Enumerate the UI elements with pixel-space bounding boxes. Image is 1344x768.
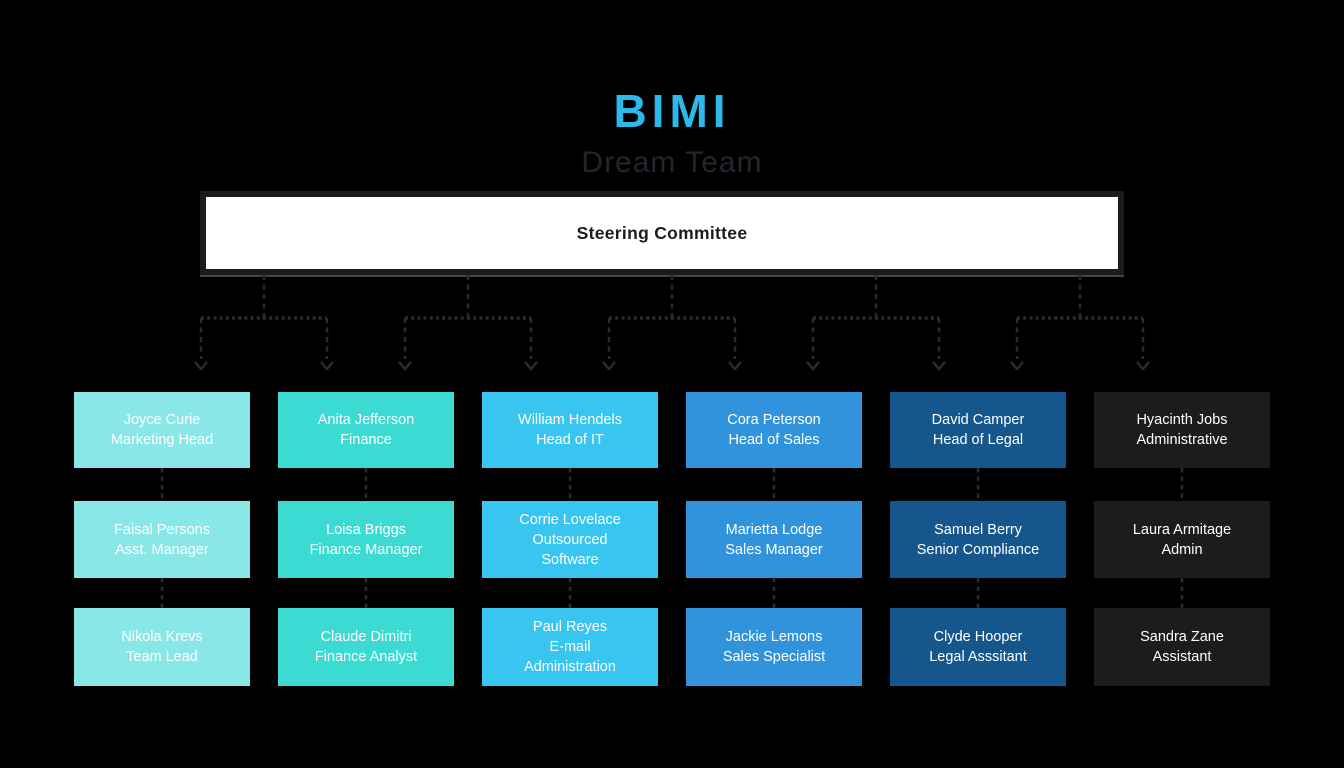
member-role: Head of Sales bbox=[728, 432, 820, 448]
member-role: Outsourced Software bbox=[532, 531, 608, 568]
member-role: Administrative bbox=[1136, 432, 1228, 448]
member-name: Nikola Krevs bbox=[121, 629, 203, 645]
org-node-david-camper: David Camper Head of Legal bbox=[890, 392, 1066, 468]
member-name: David Camper bbox=[931, 412, 1025, 428]
member-role: Finance Manager bbox=[309, 541, 423, 558]
member-name: Claude Dimitri bbox=[320, 629, 412, 645]
org-node-faisal-persons: Faisal Persons Asst. Manager bbox=[74, 501, 250, 578]
chart-subtitle: Dream Team bbox=[581, 146, 763, 179]
root-node-label: Steering Committee bbox=[576, 222, 748, 243]
member-name: Joyce Curie bbox=[123, 412, 201, 428]
member-role: Asst. Manager bbox=[115, 541, 209, 558]
member-role: Senior Compliance bbox=[916, 541, 1040, 558]
member-name: Faisal Persons bbox=[114, 521, 210, 538]
org-node-joyce-curie: Joyce Curie Marketing Head bbox=[74, 392, 250, 468]
member-name: Corrie Lovelace bbox=[519, 511, 621, 528]
member-role: Legal Asssitant bbox=[929, 649, 1027, 665]
chart-title: BIMI bbox=[613, 85, 731, 137]
org-node-sandra-zane: Sandra Zane Assistant bbox=[1094, 608, 1270, 686]
member-name: William Hendels bbox=[518, 412, 622, 428]
member-name: Clyde Hooper bbox=[933, 629, 1023, 645]
org-node-cora-peterson: Cora Peterson Head of Sales bbox=[686, 392, 862, 468]
org-node-hyacinth-jobs: Hyacinth Jobs Administrative bbox=[1094, 392, 1270, 468]
member-name: Jackie Lemons bbox=[725, 629, 823, 645]
member-role: Sales Manager bbox=[725, 541, 823, 558]
org-node-claude-dimitri: Claude Dimitri Finance Analyst bbox=[278, 608, 454, 686]
member-name: Samuel Berry bbox=[934, 521, 1022, 538]
member-name: Marietta Lodge bbox=[725, 521, 823, 538]
org-node-laura-armitage: Laura Armitage Admin bbox=[1094, 501, 1270, 578]
member-role: Team Lead bbox=[126, 649, 198, 665]
member-role: Assistant bbox=[1152, 649, 1212, 665]
member-name: Laura Armitage bbox=[1132, 521, 1232, 538]
member-role: Admin bbox=[1161, 541, 1203, 558]
member-role: Marketing Head bbox=[110, 432, 214, 448]
org-node-marietta-lodge: Marietta Lodge Sales Manager bbox=[686, 501, 862, 578]
member-name: Loisa Briggs bbox=[326, 521, 406, 538]
org-node-jackie-lemons: Jackie Lemons Sales Specialist bbox=[686, 608, 862, 686]
org-node-corrie-lovelace: Corrie Lovelace Outsourced Software bbox=[482, 501, 658, 578]
member-role: Finance Analyst bbox=[314, 649, 418, 665]
org-node-nikola-krevs: Nikola Krevs Team Lead bbox=[74, 608, 250, 686]
member-name: Sandra Zane bbox=[1140, 629, 1224, 645]
member-name: Paul Reyes bbox=[532, 619, 608, 635]
member-role: Finance bbox=[340, 432, 392, 448]
org-node-william-hendels: William Hendels Head of IT bbox=[482, 392, 658, 468]
member-name: Cora Peterson bbox=[727, 412, 821, 428]
org-node-loisa-briggs: Loisa Briggs Finance Manager bbox=[278, 501, 454, 578]
member-role: Head of Legal bbox=[932, 432, 1024, 448]
org-node-paul-reyes: Paul Reyes E-mail Administration bbox=[482, 608, 658, 686]
member-name: Hyacinth Jobs bbox=[1136, 412, 1228, 428]
root-node-steering-committee: Steering Committee bbox=[200, 191, 1124, 275]
member-role: Sales Specialist bbox=[722, 649, 826, 665]
member-name: Anita Jefferson bbox=[317, 412, 415, 428]
member-role: Head of IT bbox=[536, 432, 604, 448]
member-role: E-mail Administration bbox=[524, 639, 616, 675]
org-node-anita-jefferson: Anita Jefferson Finance bbox=[278, 392, 454, 468]
org-node-samuel-berry: Samuel Berry Senior Compliance bbox=[890, 501, 1066, 578]
org-node-clyde-hooper: Clyde Hooper Legal Asssitant bbox=[890, 608, 1066, 686]
